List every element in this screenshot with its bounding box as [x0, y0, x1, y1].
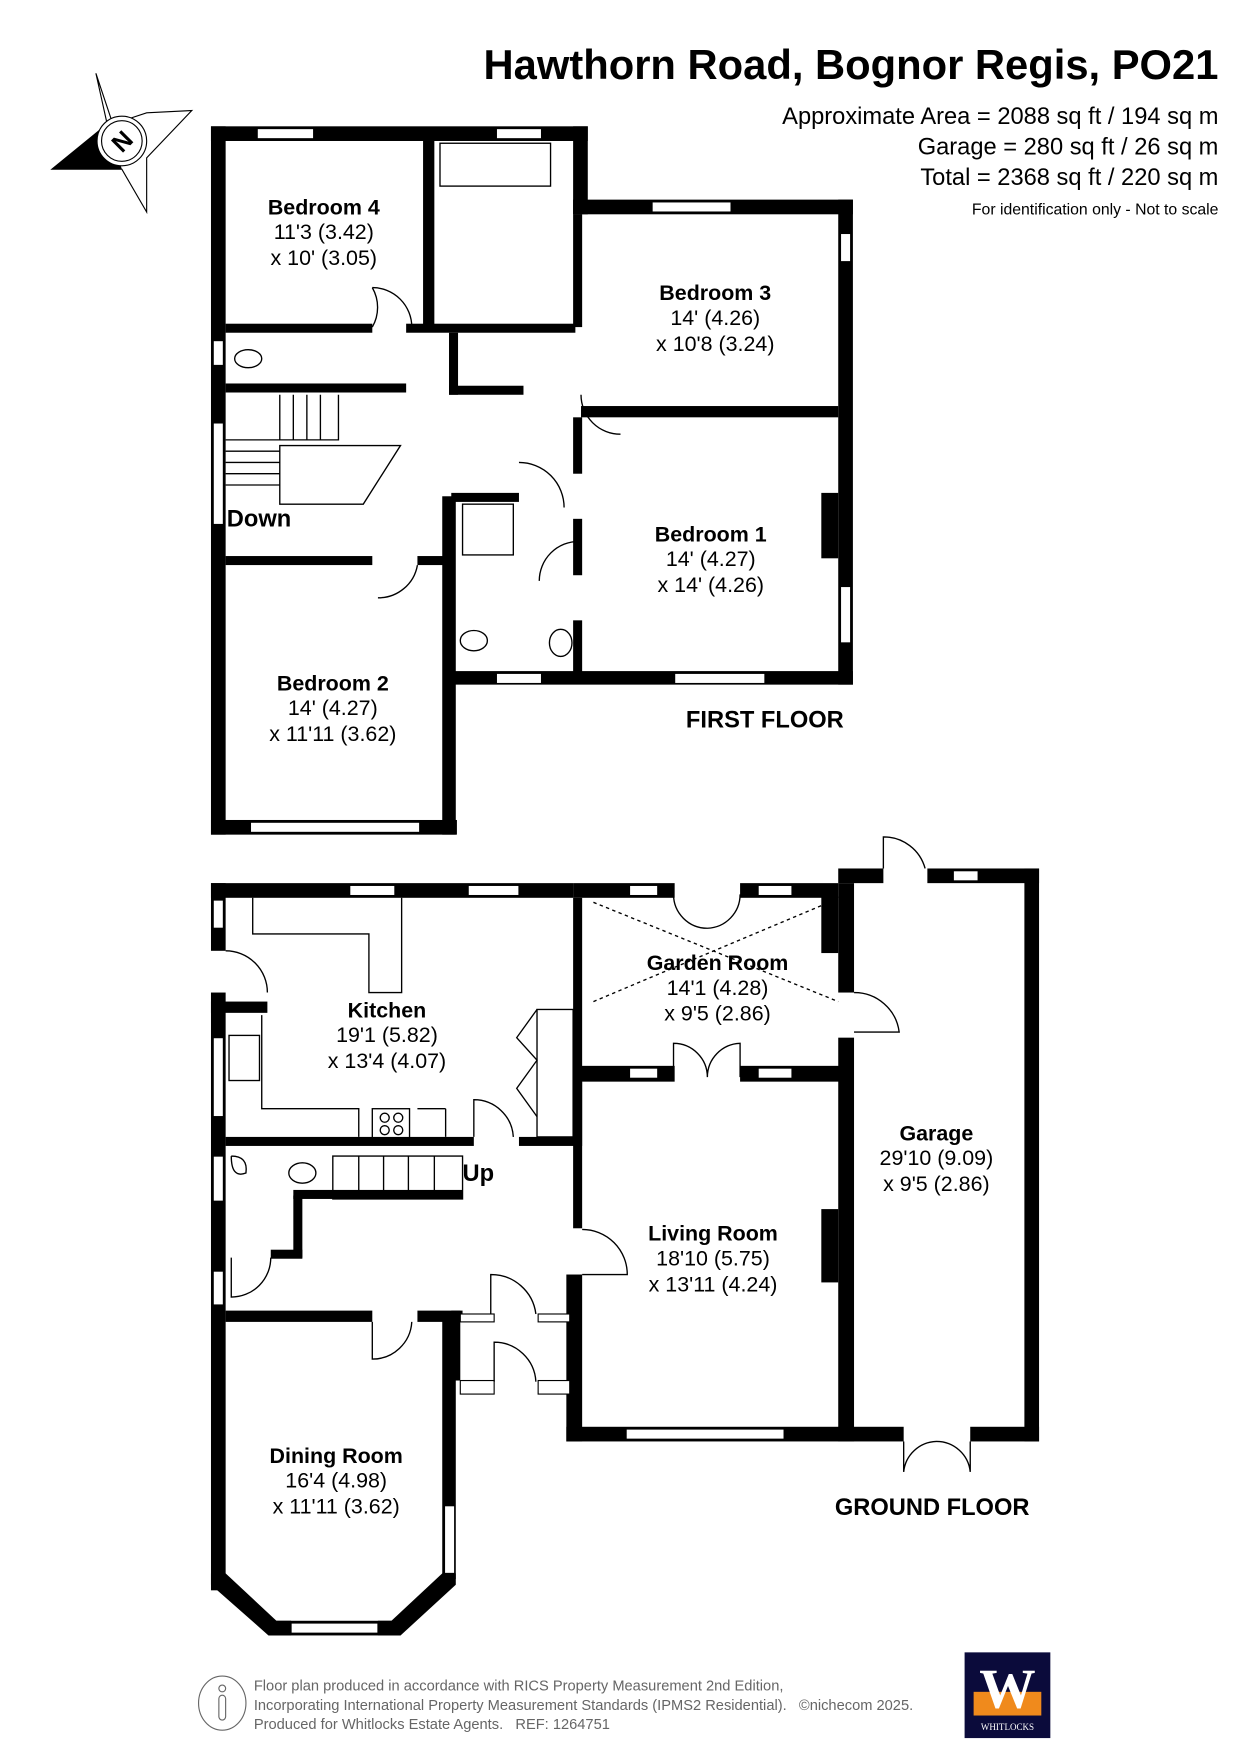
compass-icon: N	[50, 73, 194, 215]
room-garden-room: Garden Room 14'1 (4.28) x 9'5 (2.86)	[647, 951, 789, 1026]
svg-text:x 13'11 (4.24): x 13'11 (4.24)	[649, 1272, 778, 1296]
svg-text:x 10' (3.05): x 10' (3.05)	[271, 246, 378, 270]
svg-text:Garage: Garage	[899, 1121, 973, 1145]
room-bedroom-4: Bedroom 4 11'3 (3.42) x 10' (3.05)	[268, 195, 380, 270]
scale-disclaimer: For identification only - Not to scale	[972, 201, 1219, 218]
first-floor-label: FIRST FLOOR	[686, 707, 844, 733]
room-dining-room: Dining Room 16'4 (4.98) x 11'11 (3.62)	[270, 1444, 403, 1519]
svg-text:x 9'5 (2.86): x 9'5 (2.86)	[664, 1002, 771, 1026]
svg-text:Garden Room: Garden Room	[647, 951, 789, 975]
svg-text:14'1 (4.28): 14'1 (4.28)	[667, 976, 769, 1000]
footer-line-3: Produced for Whitlocks Estate Agents. RE…	[254, 1717, 610, 1733]
room-bedroom-2: Bedroom 2 14' (4.27) x 11'11 (3.62)	[269, 671, 396, 746]
ground-floor-walls	[210, 868, 1040, 1636]
svg-text:x 11'11 (3.62): x 11'11 (3.62)	[273, 1495, 400, 1519]
svg-text:Bedroom 1: Bedroom 1	[655, 522, 767, 546]
svg-text:16'4 (4.98): 16'4 (4.98)	[285, 1469, 387, 1493]
room-kitchen: Kitchen 19'1 (5.82) x 13'4 (4.07)	[328, 998, 446, 1073]
stairs-up-label: Up	[463, 1161, 495, 1187]
svg-text:11'3 (3.42): 11'3 (3.42)	[274, 220, 374, 244]
room-living-room: Living Room 18'10 (5.75) x 13'11 (4.24)	[648, 1222, 778, 1297]
svg-text:x 13'4 (4.07): x 13'4 (4.07)	[328, 1049, 446, 1073]
whitlocks-logo: W WHITLOCKS	[964, 1652, 1051, 1739]
footer-line-2: Incorporating International Property Mea…	[254, 1698, 913, 1714]
ground-floor-windows	[212, 870, 979, 1634]
ground-floor-fixtures	[225, 836, 971, 1472]
stairs-down-label: Down	[227, 507, 291, 533]
svg-text:14' (4.27): 14' (4.27)	[288, 696, 378, 720]
svg-text:x 10'8 (3.24): x 10'8 (3.24)	[656, 332, 774, 356]
measurement-info-icon	[197, 1675, 247, 1731]
room-garage: Garage 29'10 (9.09) x 9'5 (2.86)	[880, 1121, 994, 1196]
first-floor-windows	[212, 128, 852, 833]
svg-text:Kitchen: Kitchen	[348, 998, 427, 1022]
total-area: Total = 2368 sq ft / 220 sq m	[920, 165, 1218, 191]
room-bedroom-3: Bedroom 3 14' (4.26) x 10'8 (3.24)	[656, 281, 774, 356]
svg-text:Dining Room: Dining Room	[270, 1444, 403, 1468]
svg-text:x 11'11 (3.62): x 11'11 (3.62)	[269, 722, 396, 746]
footer-line-1: Floor plan produced in accordance with R…	[254, 1679, 784, 1695]
svg-text:Bedroom 4: Bedroom 4	[268, 195, 380, 219]
svg-text:Living Room: Living Room	[648, 1222, 778, 1246]
ground-floor-label: GROUND FLOOR	[835, 1495, 1030, 1521]
svg-text:Bedroom 3: Bedroom 3	[659, 281, 771, 305]
svg-text:19'1 (5.82): 19'1 (5.82)	[336, 1023, 438, 1047]
svg-text:18'10 (5.75): 18'10 (5.75)	[656, 1246, 770, 1270]
svg-text:x 14' (4.26): x 14' (4.26)	[657, 573, 764, 597]
approx-area: Approximate Area = 2088 sq ft / 194 sq m	[782, 104, 1218, 130]
first-floor-fixtures	[225, 142, 621, 658]
svg-text:x 9'5 (2.86): x 9'5 (2.86)	[883, 1172, 990, 1196]
property-title: Hawthorn Road, Bognor Regis, PO21	[484, 41, 1219, 88]
svg-text:Bedroom 2: Bedroom 2	[277, 671, 389, 695]
svg-text:WHITLOCKS: WHITLOCKS	[981, 1722, 1034, 1732]
svg-text:14' (4.27): 14' (4.27)	[666, 547, 756, 571]
svg-text:W: W	[979, 1659, 1035, 1721]
svg-text:14' (4.26): 14' (4.26)	[670, 306, 760, 330]
svg-text:29'10 (9.09): 29'10 (9.09)	[880, 1146, 994, 1170]
garage-area: Garage = 280 sq ft / 26 sq m	[918, 135, 1219, 161]
room-bedroom-1: Bedroom 1 14' (4.27) x 14' (4.26)	[655, 522, 767, 597]
